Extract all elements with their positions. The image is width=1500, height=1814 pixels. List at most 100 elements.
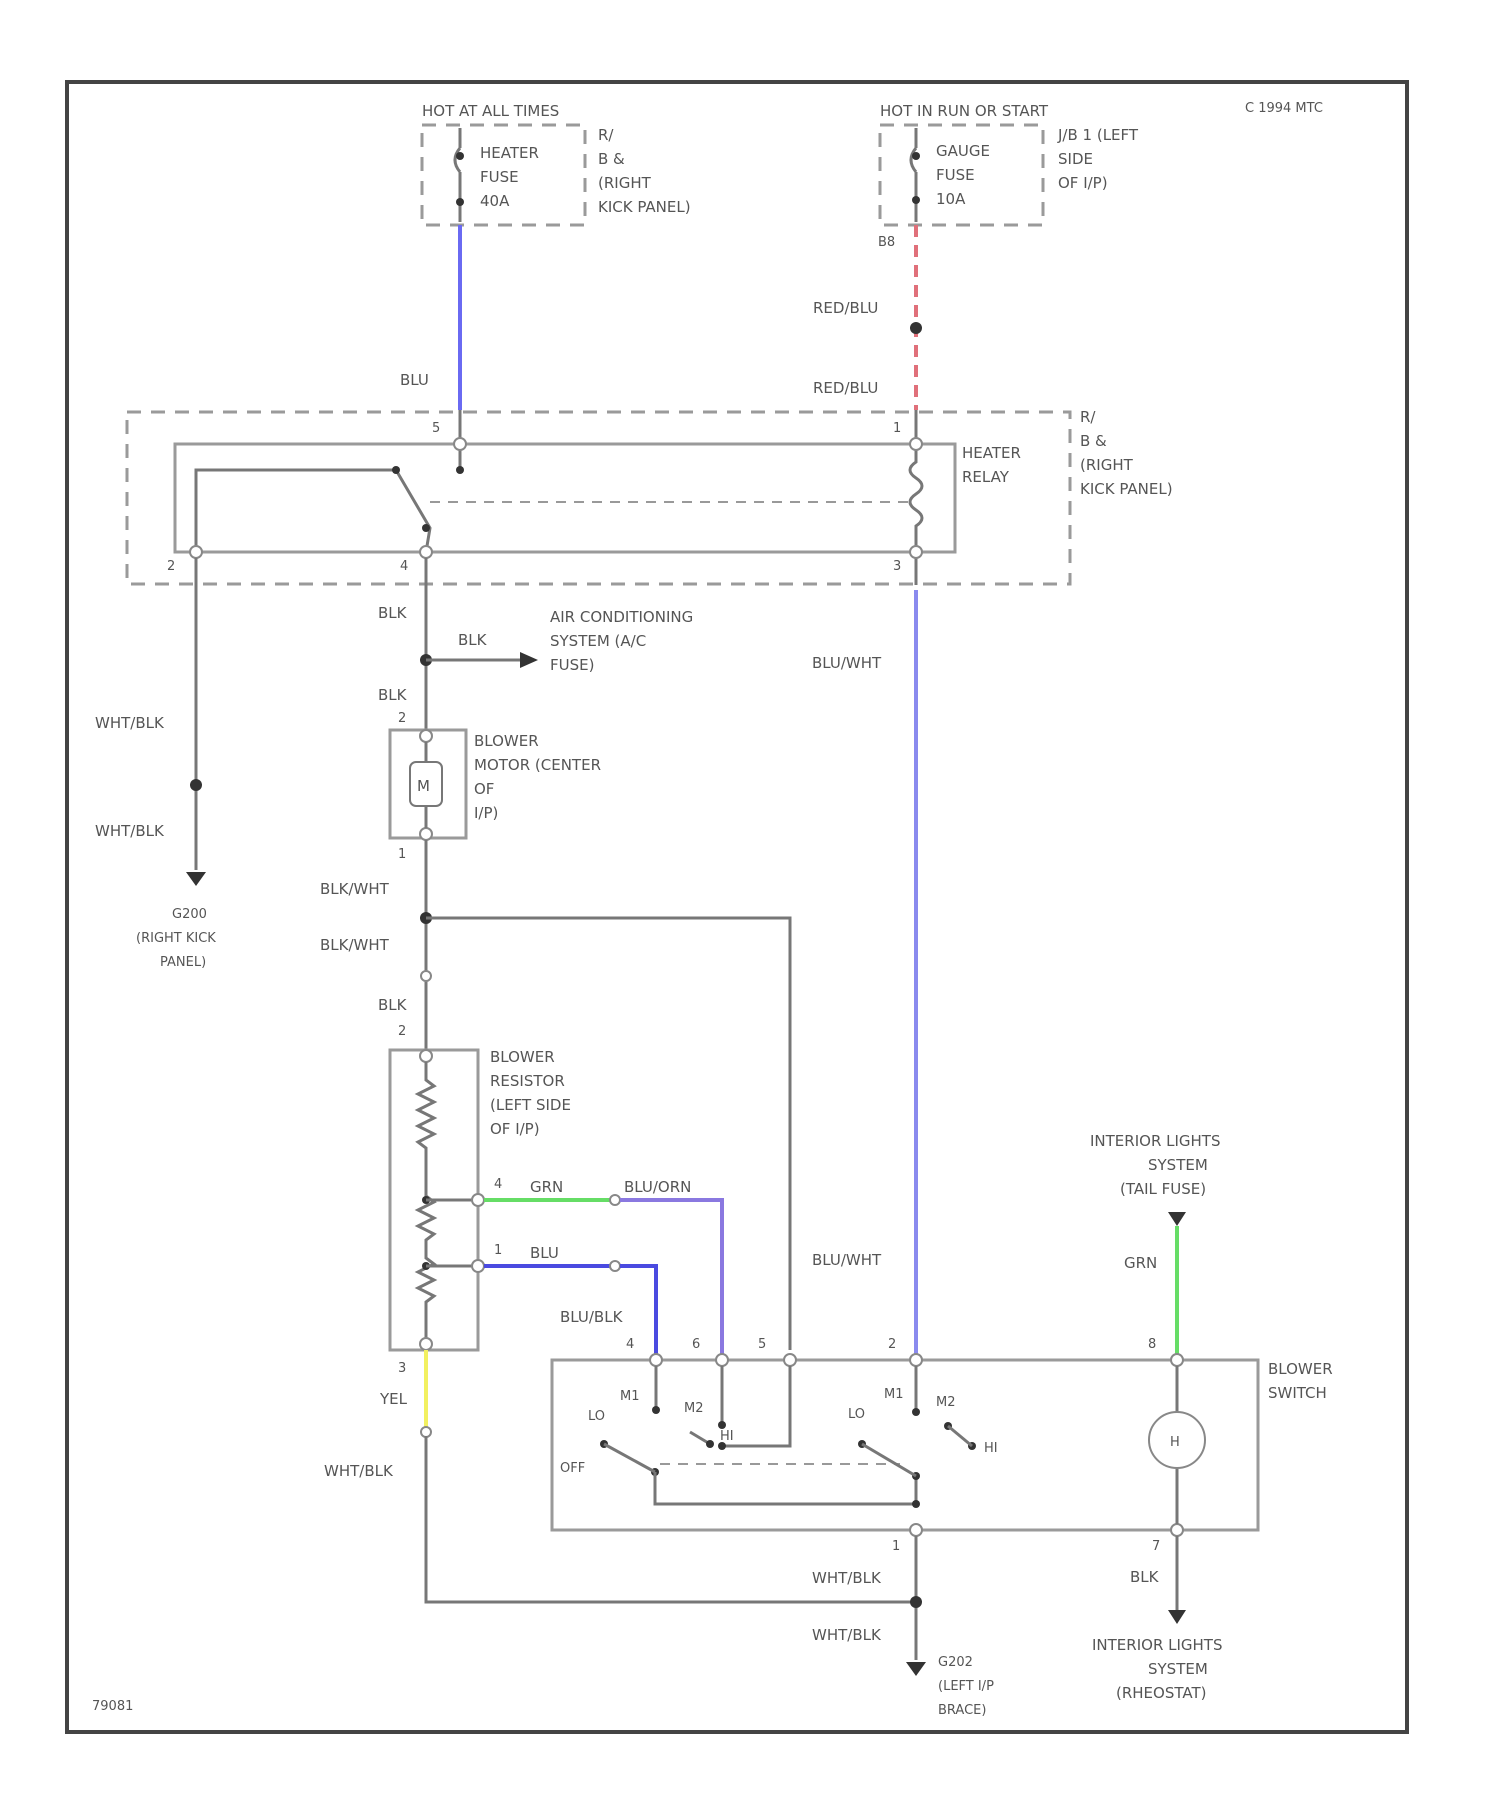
- relay-pin-3-label: 3: [893, 559, 901, 574]
- switch-pos-m1-right: M1: [884, 1387, 904, 1402]
- wire-label-blk-3: BLK: [378, 996, 408, 1014]
- relay-pin-2: [190, 546, 202, 558]
- switch-pin-4-label: 4: [626, 1337, 634, 1352]
- switch-pin-5: [784, 1354, 796, 1366]
- heater-fuse-location-1: R/: [598, 126, 614, 144]
- inline-connector-yel: [421, 1427, 431, 1437]
- blower-motor-pin-1: [420, 828, 432, 840]
- inline-connector-blk-wht: [421, 971, 431, 981]
- switch-pos-m1-left: M1: [620, 1389, 640, 1404]
- switch-pin-8: [1171, 1354, 1183, 1366]
- junction-wht-blk-bottom: [910, 1596, 922, 1608]
- blower-motor-pin-1-label: 1: [398, 847, 406, 862]
- switch-pin-7: [1171, 1524, 1183, 1536]
- switch-pos-lo-left: LO: [588, 1409, 605, 1424]
- wire-label-red-blu-2: RED/BLU: [813, 379, 878, 397]
- heater-relay: 5 1 2 4 3 HEATER RELAY R/ B & (RIGHT KIC…: [127, 408, 1173, 585]
- wire-label-blk-wht-1: BLK/WHT: [320, 880, 390, 898]
- blower-motor-label-4: I/P): [474, 804, 498, 822]
- arrow-to-ac-fuse: [520, 652, 538, 668]
- hot-at-all-times-header: HOT AT ALL TIMES: [422, 102, 559, 120]
- wire-blu-orn-to-switch: [620, 1200, 722, 1355]
- heater-fuse-node-top: [456, 152, 464, 160]
- ground-g200-label-3: PANEL): [160, 955, 206, 970]
- relay-switch-arm: [196, 410, 460, 552]
- ground-g202-symbol: [906, 1662, 926, 1676]
- wire-label-yel: YEL: [379, 1390, 408, 1408]
- heater-relay-label-2: RELAY: [962, 468, 1010, 486]
- ground-g202-label-3: BRACE): [938, 1703, 986, 1718]
- switch-pin-2-label: 2: [888, 1337, 896, 1352]
- blower-switch: BLOWER SWITCH 4 6 5 2 8 1 7 LO M1 M2 HI …: [552, 1337, 1333, 1554]
- blower-motor-label-2: MOTOR (CENTER: [474, 756, 601, 774]
- switch-contact-m1: [652, 1406, 660, 1414]
- interior-lights-top-label-3: (TAIL FUSE): [1120, 1180, 1206, 1198]
- switch-left-arm-1: [604, 1444, 655, 1472]
- wire-label-blu-feed: BLU: [400, 371, 429, 389]
- switch-left-arm-2-pivot: [706, 1440, 714, 1448]
- wire-label-blu-blk: BLU/BLK: [560, 1308, 624, 1326]
- wire-label-blk-rheostat: BLK: [1130, 1568, 1160, 1586]
- junction-red-blu: [910, 322, 922, 334]
- switch-pos-off: OFF: [560, 1461, 585, 1476]
- arrow-to-rheostat: [1168, 1610, 1186, 1624]
- relay-pin-5-label: 5: [432, 421, 440, 436]
- relay-coil-frame: [175, 444, 955, 552]
- wire-label-blu-orn: BLU/ORN: [624, 1178, 691, 1196]
- switch-contact-m1-right: [912, 1408, 920, 1416]
- switch-pin-4: [650, 1354, 662, 1366]
- arrow-from-tail-fuse: [1168, 1212, 1186, 1226]
- blower-motor: 2 1 M BLOWER MOTOR (CENTER OF I/P): [390, 711, 601, 862]
- heater-relay-location-4: KICK PANEL): [1080, 480, 1173, 498]
- blower-switch-label-1: BLOWER: [1268, 1360, 1333, 1378]
- heater-fuse-label-3: 40A: [480, 192, 510, 210]
- heater-fuse-label-2: FUSE: [480, 168, 519, 186]
- switch-contact-m2: [718, 1421, 726, 1429]
- heater-relay-location-1: R/: [1080, 408, 1096, 426]
- wire-label-grn-resistor: GRN: [530, 1178, 563, 1196]
- inline-connector-grn: [610, 1195, 620, 1205]
- blower-resistor-pin-3: [420, 1338, 432, 1350]
- junction-wht-blk-left: [190, 779, 202, 791]
- gauge-fuse-label-2: FUSE: [936, 166, 975, 184]
- wire-blk-wht-to-switch-pin5: [426, 918, 790, 1350]
- switch-pin-5-label: 5: [758, 1337, 766, 1352]
- switch-contact-ground-right: [912, 1500, 920, 1508]
- relay-contact-pivot: [392, 466, 400, 474]
- relay-pin-4-label: 4: [400, 559, 408, 574]
- gauge-fuse-node-top: [912, 152, 920, 160]
- blower-motor-pin-2: [420, 730, 432, 742]
- switch-pin-2: [910, 1354, 922, 1366]
- heater-fuse-location-4: KICK PANEL): [598, 198, 691, 216]
- wire-label-blu-resistor: BLU: [530, 1244, 559, 1262]
- copyright-code: C 1994 MTC: [1245, 101, 1323, 116]
- gauge-fuse-location-2: SIDE: [1058, 150, 1093, 168]
- wire-label-wht-blk-left-1: WHT/BLK: [95, 714, 165, 732]
- ground-g202-label-2: (LEFT I/P: [938, 1679, 994, 1694]
- blower-resistor-pin-4: [472, 1194, 484, 1206]
- blower-motor-label-3: OF: [474, 780, 494, 798]
- switch-pos-lo-right: LO: [848, 1407, 865, 1422]
- switch-pin-6: [716, 1354, 728, 1366]
- ac-fuse-label-2: SYSTEM (A/C: [550, 632, 646, 650]
- ac-fuse-label-3: FUSE): [550, 656, 594, 674]
- relay-pin-2-label: 2: [167, 559, 175, 574]
- relay-pin-1: [910, 438, 922, 450]
- interior-lights-top-label-2: SYSTEM: [1148, 1156, 1208, 1174]
- wire-label-blk-ac: BLK: [458, 631, 488, 649]
- blower-motor-label-1: BLOWER: [474, 732, 539, 750]
- relay-contact-fixed: [456, 466, 464, 474]
- ac-fuse-label-1: AIR CONDITIONING: [550, 608, 693, 626]
- blower-motor-pin-2-label: 2: [398, 711, 406, 726]
- heater-relay-label-1: HEATER: [962, 444, 1021, 462]
- wire-label-blk-1: BLK: [378, 604, 408, 622]
- figure-id: 79081: [92, 1699, 133, 1714]
- switch-pin-6-label: 6: [692, 1337, 700, 1352]
- inline-connector-blu: [610, 1261, 620, 1271]
- blower-resistor-label-1: BLOWER: [490, 1048, 555, 1066]
- wire-label-wht-blk-switch-2: WHT/BLK: [812, 1626, 882, 1644]
- ground-g202-label-1: G202: [938, 1655, 973, 1670]
- interior-lights-bottom-label-2: SYSTEM: [1148, 1660, 1208, 1678]
- gauge-fuse-node-bottom: [912, 196, 920, 204]
- heater-fuse-symbol: [455, 128, 460, 222]
